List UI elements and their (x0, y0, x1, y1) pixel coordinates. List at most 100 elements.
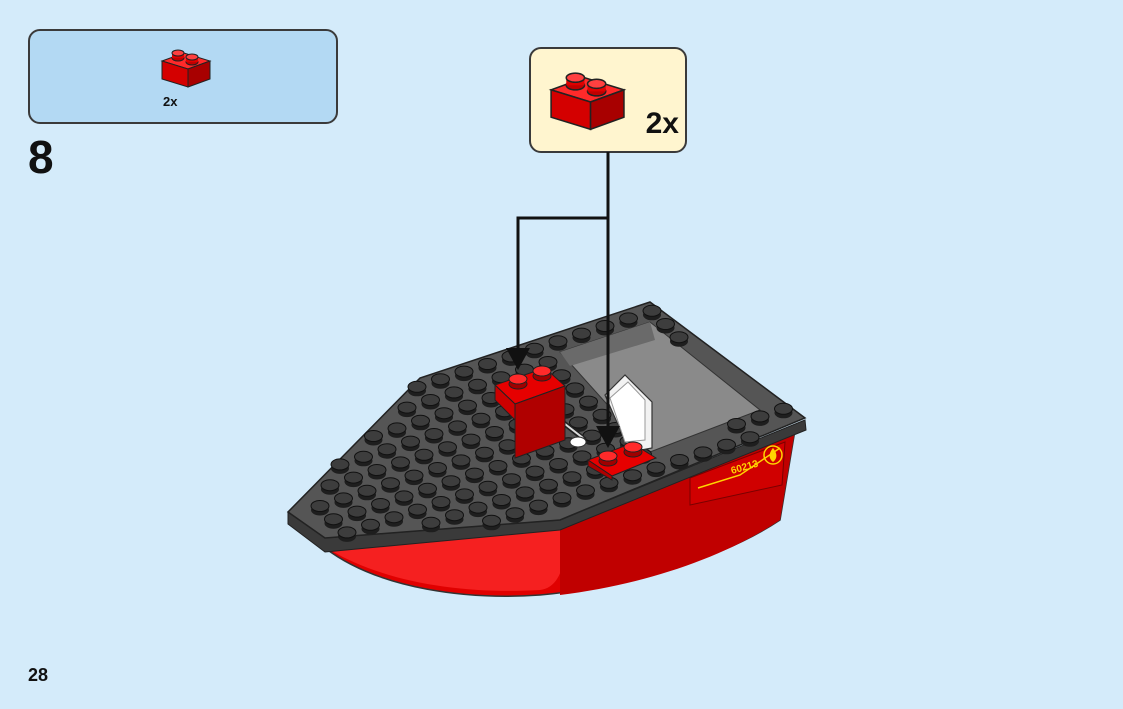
deck-stud (492, 494, 511, 506)
deck-studs (310, 304, 793, 542)
callout-box: 2x (529, 47, 687, 153)
deck-stud (525, 465, 545, 478)
placement-arrows (506, 152, 620, 448)
deck-stud (552, 492, 572, 504)
deck-stud (693, 446, 713, 459)
deck-stud (384, 511, 404, 524)
deck-stud (468, 378, 487, 391)
deck-stud (421, 394, 440, 406)
deck-stud (445, 509, 464, 522)
deck-stud (569, 416, 588, 429)
deck-stud (572, 450, 592, 463)
deck-stud (471, 412, 491, 425)
deck-stud (579, 395, 598, 408)
deck-stud (347, 505, 367, 518)
deck-stud (669, 331, 689, 344)
deck-stud (354, 450, 373, 463)
deck-stud (454, 365, 474, 378)
deck-stud (455, 488, 474, 501)
deck-stud (444, 386, 464, 399)
deck-stud (774, 402, 793, 415)
deck-stud (461, 433, 481, 446)
deck-stud (431, 373, 450, 386)
deck-stud (414, 448, 434, 461)
deck-stud (488, 460, 508, 472)
deck-stud (717, 438, 736, 451)
deck-stud (482, 514, 501, 527)
deck-stud (441, 475, 461, 488)
deck-stud (344, 471, 363, 484)
deck-stud (404, 469, 424, 482)
deck-stud (498, 439, 518, 452)
deck-stud (330, 458, 350, 471)
deck-stud (431, 496, 451, 508)
deck-stud (371, 498, 390, 510)
deck-stud (740, 431, 760, 444)
deck-stud (428, 462, 447, 474)
deck-stud (407, 380, 427, 393)
deck-stud (727, 418, 746, 430)
deck-stud (505, 507, 525, 520)
deck-stud (361, 518, 380, 531)
red-brick-icon (548, 72, 627, 131)
deck-stud (458, 399, 477, 412)
deck-stud (750, 410, 770, 423)
deck-stud (408, 503, 427, 516)
deck-stud (549, 458, 568, 470)
deck-stud (670, 454, 689, 466)
deck-stud (548, 335, 568, 348)
red-brick-right (586, 441, 658, 481)
page-number: 28 (28, 665, 49, 685)
deck-stud (367, 464, 387, 476)
fire-icon (763, 445, 783, 465)
deck-stud (478, 480, 498, 493)
deck-stud (599, 476, 619, 489)
red-brick-left (494, 365, 566, 459)
deck-stud (562, 471, 582, 484)
deck-stud (401, 435, 420, 448)
deck-stud (451, 454, 471, 467)
deck-stud (397, 401, 417, 414)
deck-stud (515, 486, 535, 499)
deck-stud (576, 484, 595, 497)
deck-stud (539, 478, 558, 491)
deck-stud (418, 482, 437, 495)
parts-list-box: 2x (28, 29, 338, 124)
step-number: 8 (28, 131, 54, 183)
deck-stud (468, 501, 488, 514)
deck-stud (656, 318, 675, 330)
deck-stud (310, 500, 330, 512)
deck-stud (391, 456, 410, 469)
deck-stud (485, 426, 504, 438)
hull-decal: 60213 (689, 441, 786, 506)
deck-stud (595, 320, 615, 332)
deck-stud (377, 443, 397, 456)
deck-stud (434, 407, 454, 420)
deck-stud (619, 312, 638, 325)
deck-stud (334, 492, 353, 505)
deck-stud (357, 484, 377, 497)
deck-stud (387, 422, 407, 435)
deck-stud (642, 304, 662, 317)
deck-stud (565, 382, 585, 395)
deck-stud (646, 461, 666, 474)
red-brick-icon (160, 49, 212, 88)
deck-stud (320, 479, 340, 492)
deck-stud (411, 414, 430, 427)
white-seat (604, 374, 653, 453)
deck-stud (421, 516, 441, 529)
deck-stud (502, 473, 521, 486)
deck-stud (394, 490, 414, 503)
deck-stud (623, 469, 642, 482)
deck-stud (572, 327, 591, 340)
deck-stud (478, 358, 497, 370)
deck-stud (465, 467, 484, 480)
deck-stud (337, 526, 357, 539)
deck-stud (475, 446, 494, 459)
callout-quantity: 2x (645, 107, 679, 140)
parts-quantity: 2x (163, 94, 178, 109)
deck-stud (529, 499, 548, 512)
deck-stud (324, 513, 343, 526)
deck-stud (364, 430, 383, 442)
